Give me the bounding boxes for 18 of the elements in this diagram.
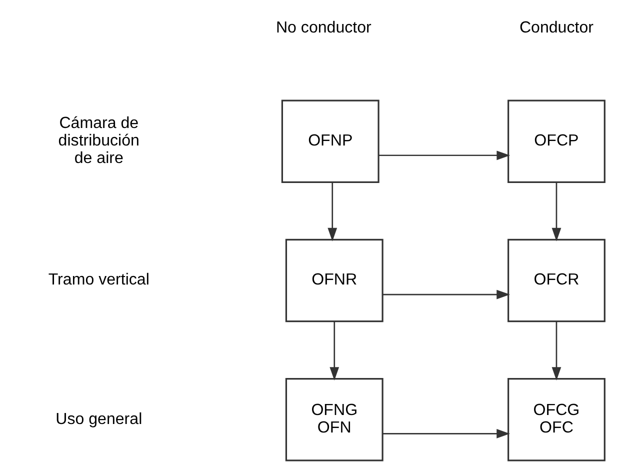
label: No conductor xyxy=(276,18,372,36)
arrow xyxy=(552,321,562,380)
label: Tramo vertical xyxy=(48,270,150,289)
arrow xyxy=(328,182,338,242)
arrow xyxy=(378,150,510,160)
node-box: OFCP xyxy=(508,100,606,183)
arrow xyxy=(330,321,340,380)
node-box: OFNR xyxy=(285,238,384,322)
node-box: OFNP xyxy=(281,100,380,183)
node-box: OFNG OFN xyxy=(285,378,384,462)
label: Conductor xyxy=(519,18,594,36)
arrow xyxy=(382,429,510,438)
node-box: OFCG OFC xyxy=(508,378,606,462)
label: Uso general xyxy=(56,410,142,428)
node-box: OFCR xyxy=(508,238,606,322)
label: Cámara de distribución de aire xyxy=(58,114,140,167)
arrow xyxy=(382,290,510,300)
arrow xyxy=(552,182,562,242)
